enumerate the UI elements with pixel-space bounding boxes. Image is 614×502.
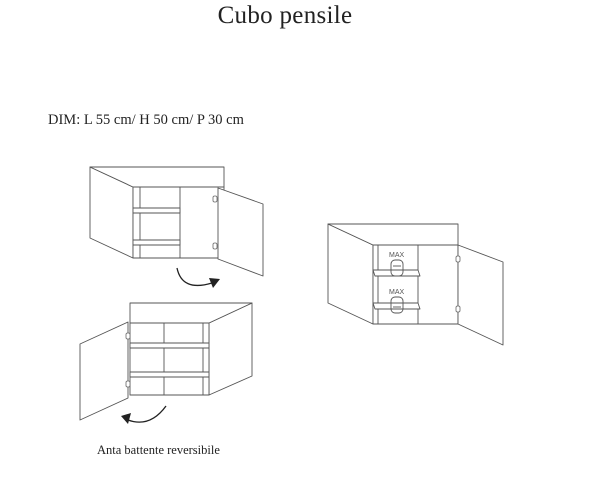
cabinet-interior [372,244,459,325]
shelf [372,269,421,277]
shelf [129,342,210,349]
hinge-icon [455,255,461,263]
dimensions-label: DIM: L 55 cm/ H 50 cm/ P 30 cm [48,112,244,128]
hinge-icon [212,242,218,250]
rotation-arrow-icon [176,267,220,288]
hinge-icon [125,332,131,340]
rotation-arrow-icon [121,405,167,424]
shelf-load-icon: MAX [389,289,405,314]
cabinet-door-right [89,166,264,288]
shelf [372,302,421,310]
shelf [129,371,210,378]
cabinet-interior [132,186,225,259]
shelf [132,207,181,214]
cabinet-door [457,244,504,346]
hinge-icon [455,305,461,313]
cabinet-interior [129,322,210,396]
shelf [132,239,181,246]
max-label: MAX [389,252,405,259]
cabinet-door [79,321,129,421]
shelf-load-icon: MAX [389,252,405,277]
cabinet-door-left [79,302,253,424]
hinge-icon [212,195,218,203]
page-title: Cubo pensile [217,2,353,29]
cabinet-door [217,187,264,277]
caption-label: Anta battente reversibile [97,443,220,457]
max-label: MAX [389,289,405,296]
cabinet-max-load: MAX MAX [327,223,504,346]
hinge-icon [125,380,131,388]
